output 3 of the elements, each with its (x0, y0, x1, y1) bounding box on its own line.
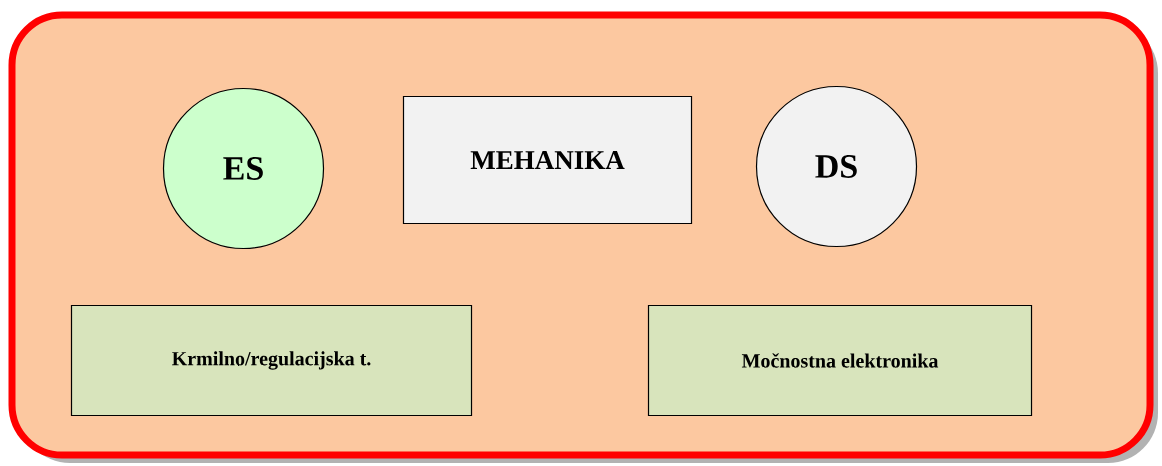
process-box: Močnostna elektronika (647, 304, 1033, 417)
process-box: Krmilno/regulacijska t. (70, 304, 473, 417)
process-box: MEHANIKA (402, 95, 693, 225)
